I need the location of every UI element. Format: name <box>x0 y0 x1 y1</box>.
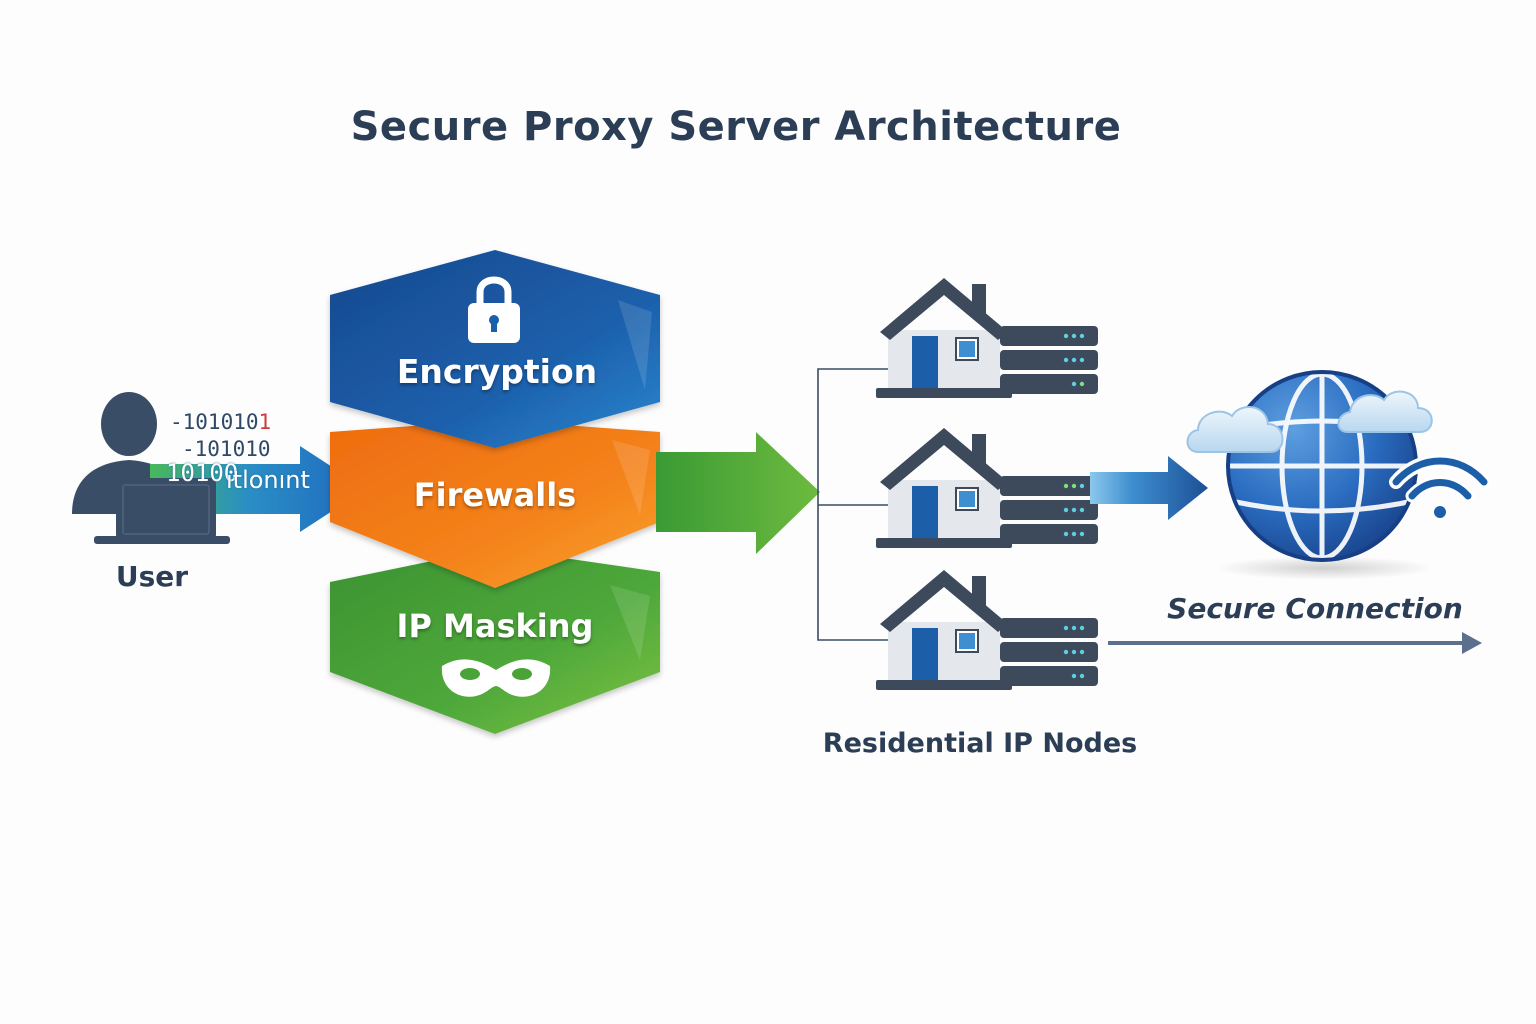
user-label: User <box>115 560 189 593</box>
proxy-to-nodes-arrow <box>656 432 820 554</box>
firewalls-label: Firewalls <box>413 476 577 514</box>
ip-masking-layer <box>330 548 660 734</box>
node-connector-lines <box>817 368 890 641</box>
house-icon <box>876 570 1012 690</box>
firewalls-layer <box>330 420 660 588</box>
secure-connection-arrow <box>1108 632 1482 654</box>
ip-masking-label: IP Masking <box>396 607 594 645</box>
binary-text-line-2: -101010 <box>182 437 271 461</box>
secure-connection-label: Secure Connection <box>1167 592 1463 625</box>
house-icon <box>876 428 1012 548</box>
server-rack-icon <box>1000 326 1098 394</box>
encryption-layer <box>330 250 660 448</box>
nodes-to-internet-arrow <box>1090 456 1208 520</box>
page-title: Secure Proxy Server Architecture <box>350 104 1122 150</box>
binary-text-line-3: 10100 <box>166 459 239 487</box>
residential-node-2 <box>876 428 1098 548</box>
security-layers <box>330 250 660 734</box>
cloud-icon <box>1337 390 1433 433</box>
residential-node-1 <box>876 278 1098 398</box>
binary-text-line-4: ıtlonınt <box>226 466 310 494</box>
wifi-icon <box>1389 454 1491 521</box>
house-icon <box>876 278 1012 398</box>
cloud-icon <box>1186 406 1284 453</box>
binary-highlight-digit: 1 <box>258 410 272 434</box>
laptop-icon <box>94 478 230 544</box>
binary-text-line-1: -1010101 <box>170 410 272 434</box>
residential-nodes-label: Residential IP Nodes <box>822 728 1138 759</box>
server-rack-icon <box>1000 476 1098 544</box>
lock-icon <box>468 276 520 343</box>
server-rack-icon <box>1000 618 1098 686</box>
encryption-label: Encryption <box>396 352 598 391</box>
residential-node-3 <box>876 570 1098 690</box>
mask-icon <box>441 659 551 697</box>
